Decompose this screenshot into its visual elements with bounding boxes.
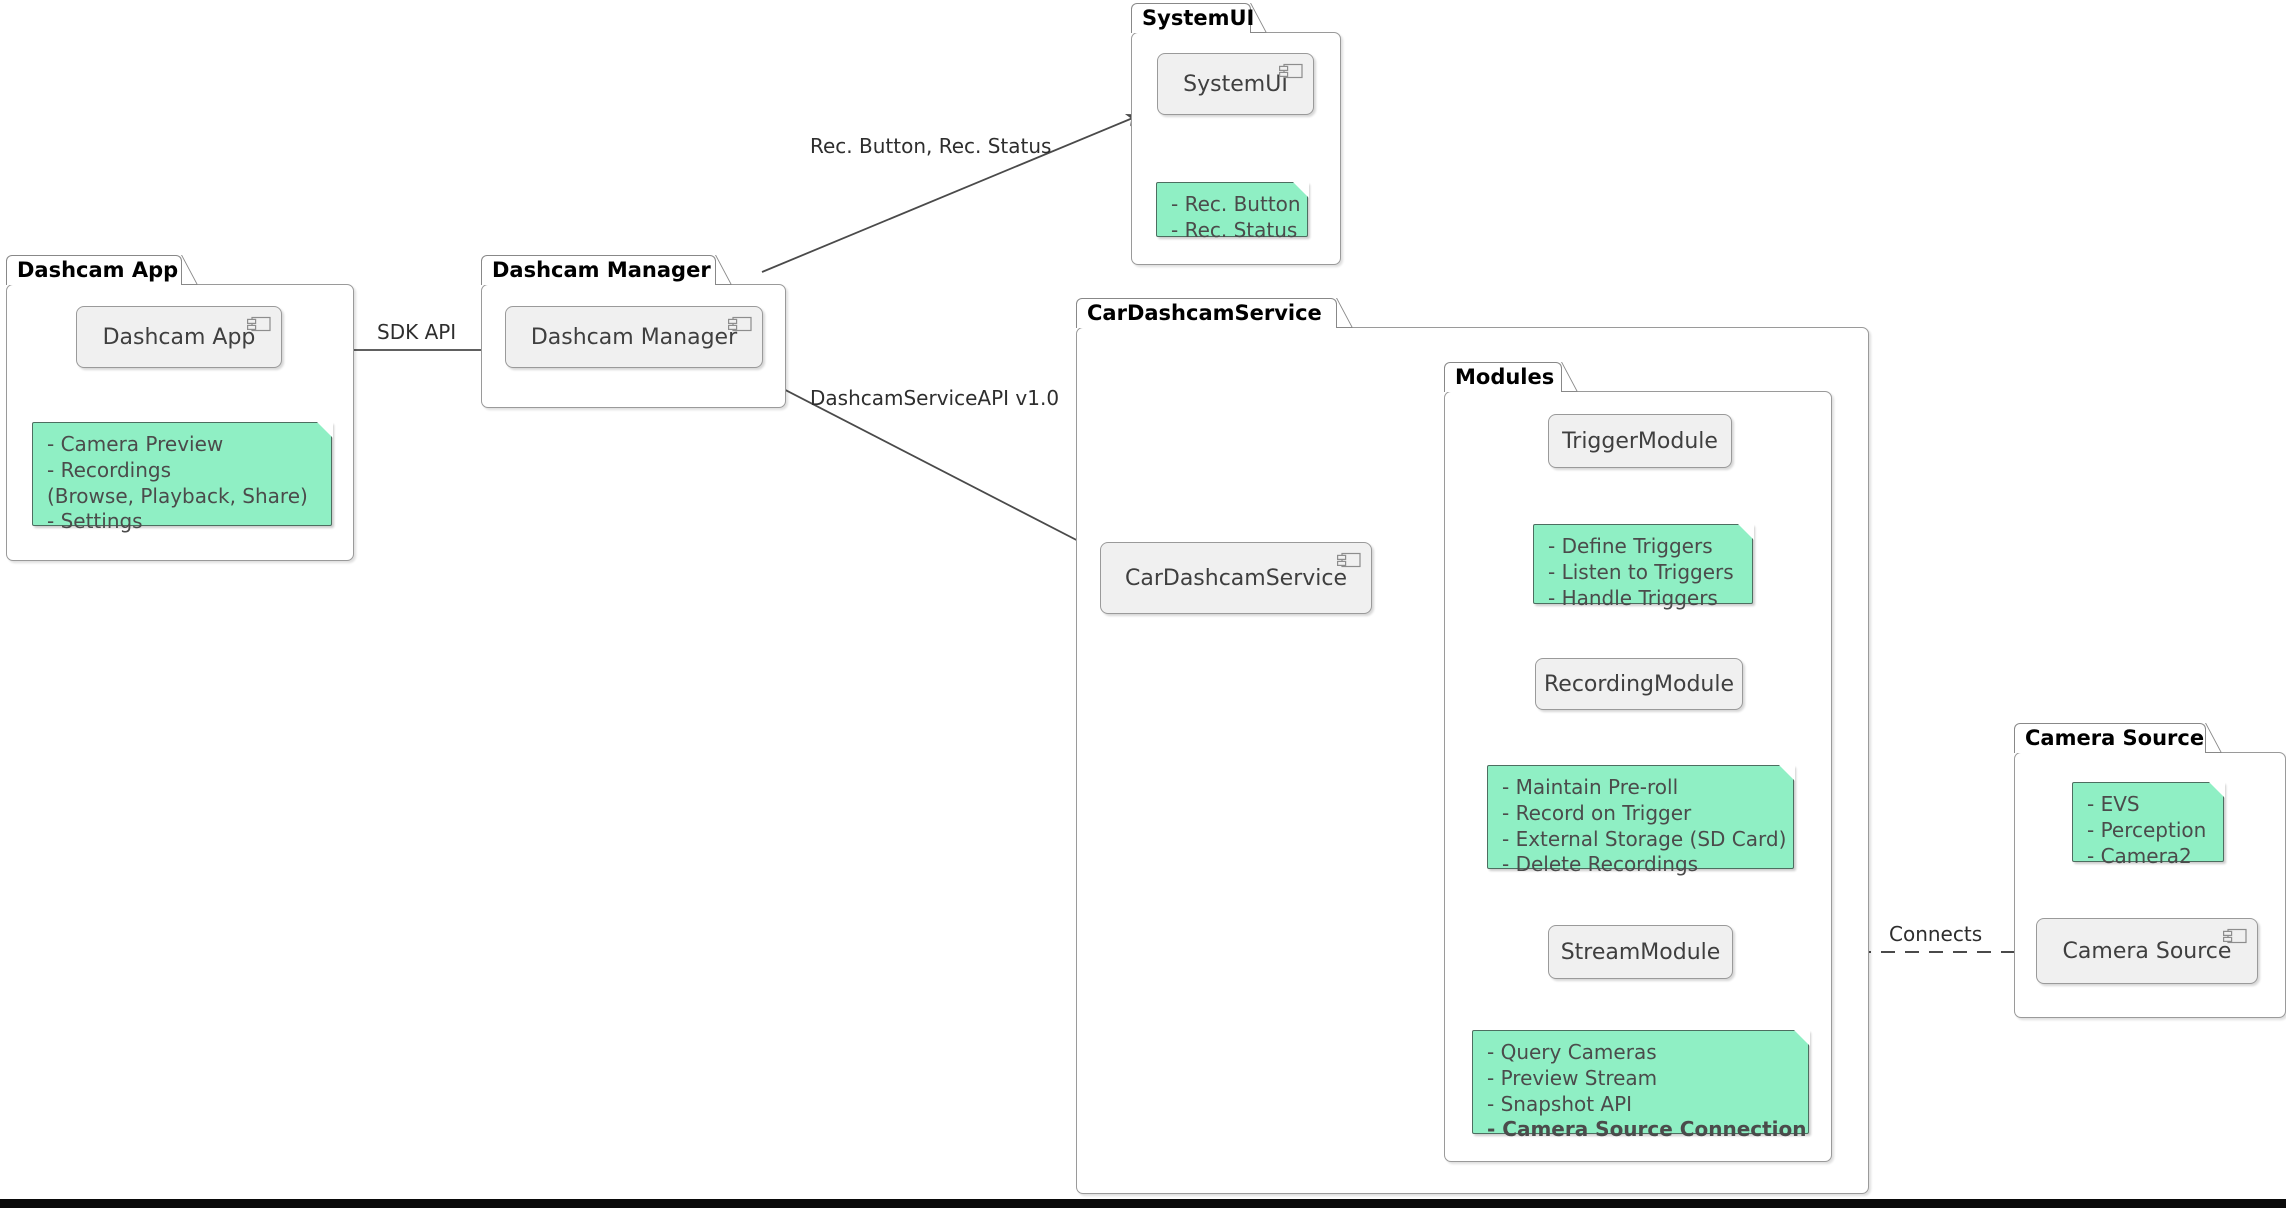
package-tab-car-dashcam-service: CarDashcamService xyxy=(1076,298,1337,328)
note-line: - Query Cameras xyxy=(1487,1040,1657,1064)
note-fold-system-ui xyxy=(1281,181,1309,209)
note-fold-dashcam-app xyxy=(305,421,333,449)
note-line: - Camera2 xyxy=(2087,843,2192,868)
note-line: - Rec. Status xyxy=(1171,217,1298,242)
note-line: - Listen to Triggers xyxy=(1548,559,1734,584)
component-label-car-dashcam-service: CarDashcamService xyxy=(1124,565,1348,591)
component-dashcam-app[interactable]: Dashcam App xyxy=(76,306,282,368)
note-line: - Maintain Pre-roll xyxy=(1502,775,1679,799)
note-recording-module: - Maintain Pre-roll - Record on Trigger … xyxy=(1487,764,1795,876)
component-recording-module[interactable]: RecordingModule xyxy=(1535,658,1743,710)
package-tab-dashcam-manager: Dashcam Manager xyxy=(481,255,716,285)
component-camera-source[interactable]: Camera Source xyxy=(2036,918,2258,984)
note-fold-stream-module xyxy=(1782,1029,1810,1057)
component-label-dashcam-app: Dashcam App xyxy=(102,324,256,350)
note-trigger-module: - Define Triggers - Listen to Triggers -… xyxy=(1533,523,1754,610)
note-system-ui: - Rec. Button - Rec. Status xyxy=(1156,181,1309,242)
note-camera-source: - EVS - Perception - Camera2 xyxy=(2072,781,2225,868)
component-icon xyxy=(1337,552,1361,568)
note-line: - Settings xyxy=(47,509,143,534)
note-line: - Camera Source Connection xyxy=(1487,1117,1807,1142)
component-label-recording-module: RecordingModule xyxy=(1543,671,1735,697)
package-tab-modules: Modules xyxy=(1444,362,1562,392)
component-icon xyxy=(2223,928,2247,944)
package-label-car-dashcam-service: CarDashcamService xyxy=(1087,301,1322,325)
component-car-dashcam-service[interactable]: CarDashcamService xyxy=(1100,542,1372,614)
edge-label-dashcam-service-api: DashcamServiceAPI v1.0 xyxy=(810,386,1060,410)
note-line: - Delete Recordings xyxy=(1502,852,1699,877)
component-label-camera-source: Camera Source xyxy=(2062,938,2232,964)
edge-label-connects: Connects xyxy=(1889,922,1983,946)
component-dashcam-manager[interactable]: Dashcam Manager xyxy=(505,306,763,368)
package-label-dashcam-app: Dashcam App xyxy=(17,258,179,282)
note-line: - Camera Preview xyxy=(47,432,224,456)
note-line: - Handle Triggers xyxy=(1548,585,1718,610)
component-stream-module[interactable]: StreamModule xyxy=(1548,925,1733,979)
edge-label-sdk-api: SDK API xyxy=(377,320,457,344)
note-dashcam-app: - Camera Preview - Recordings (Browse, P… xyxy=(32,421,333,533)
edge-label-rec-button-status: Rec. Button, Rec. Status xyxy=(810,134,1052,158)
component-label-dashcam-manager: Dashcam Manager xyxy=(530,324,738,350)
package-label-dashcam-manager: Dashcam Manager xyxy=(492,258,711,282)
package-tab-system-ui: SystemUI xyxy=(1131,3,1255,33)
note-line: - Record on Trigger xyxy=(1502,800,1692,825)
note-line: - Perception xyxy=(2087,817,2207,842)
note-line: - EVS xyxy=(2087,792,2140,816)
component-system-ui[interactable]: SystemUI xyxy=(1157,53,1314,115)
component-label-system-ui: SystemUI xyxy=(1183,71,1288,97)
bottom-black-bar xyxy=(0,1199,2286,1208)
note-line: (Browse, Playback, Share) xyxy=(47,483,308,508)
package-tab-dashcam-app: Dashcam App xyxy=(6,255,182,285)
package-label-system-ui: SystemUI xyxy=(1142,6,1255,30)
component-label-stream-module: StreamModule xyxy=(1560,939,1721,965)
package-label-modules: Modules xyxy=(1455,365,1555,389)
note-line: - Rec. Button xyxy=(1171,192,1301,216)
note-line: - Recordings xyxy=(47,457,172,482)
note-line: - Preview Stream xyxy=(1487,1065,1658,1090)
note-fold-trigger-module xyxy=(1726,523,1754,551)
component-icon xyxy=(728,316,752,332)
note-stream-module: - Query Cameras - Preview Stream - Snaps… xyxy=(1472,1029,1810,1141)
note-line: - External Storage (SD Card) xyxy=(1502,826,1787,851)
package-tab-camera-source: Camera Source xyxy=(2014,723,2206,753)
component-trigger-module[interactable]: TriggerModule xyxy=(1548,414,1732,468)
note-line: - Snapshot API xyxy=(1487,1091,1633,1116)
note-line: - Define Triggers xyxy=(1548,534,1713,558)
package-label-camera-source: Camera Source xyxy=(2025,726,2205,750)
component-icon xyxy=(1279,63,1303,79)
component-label-trigger-module: TriggerModule xyxy=(1562,428,1718,454)
note-fold-recording-module xyxy=(1767,764,1795,792)
component-icon xyxy=(247,316,271,332)
note-fold-camera-source xyxy=(2197,781,2225,809)
